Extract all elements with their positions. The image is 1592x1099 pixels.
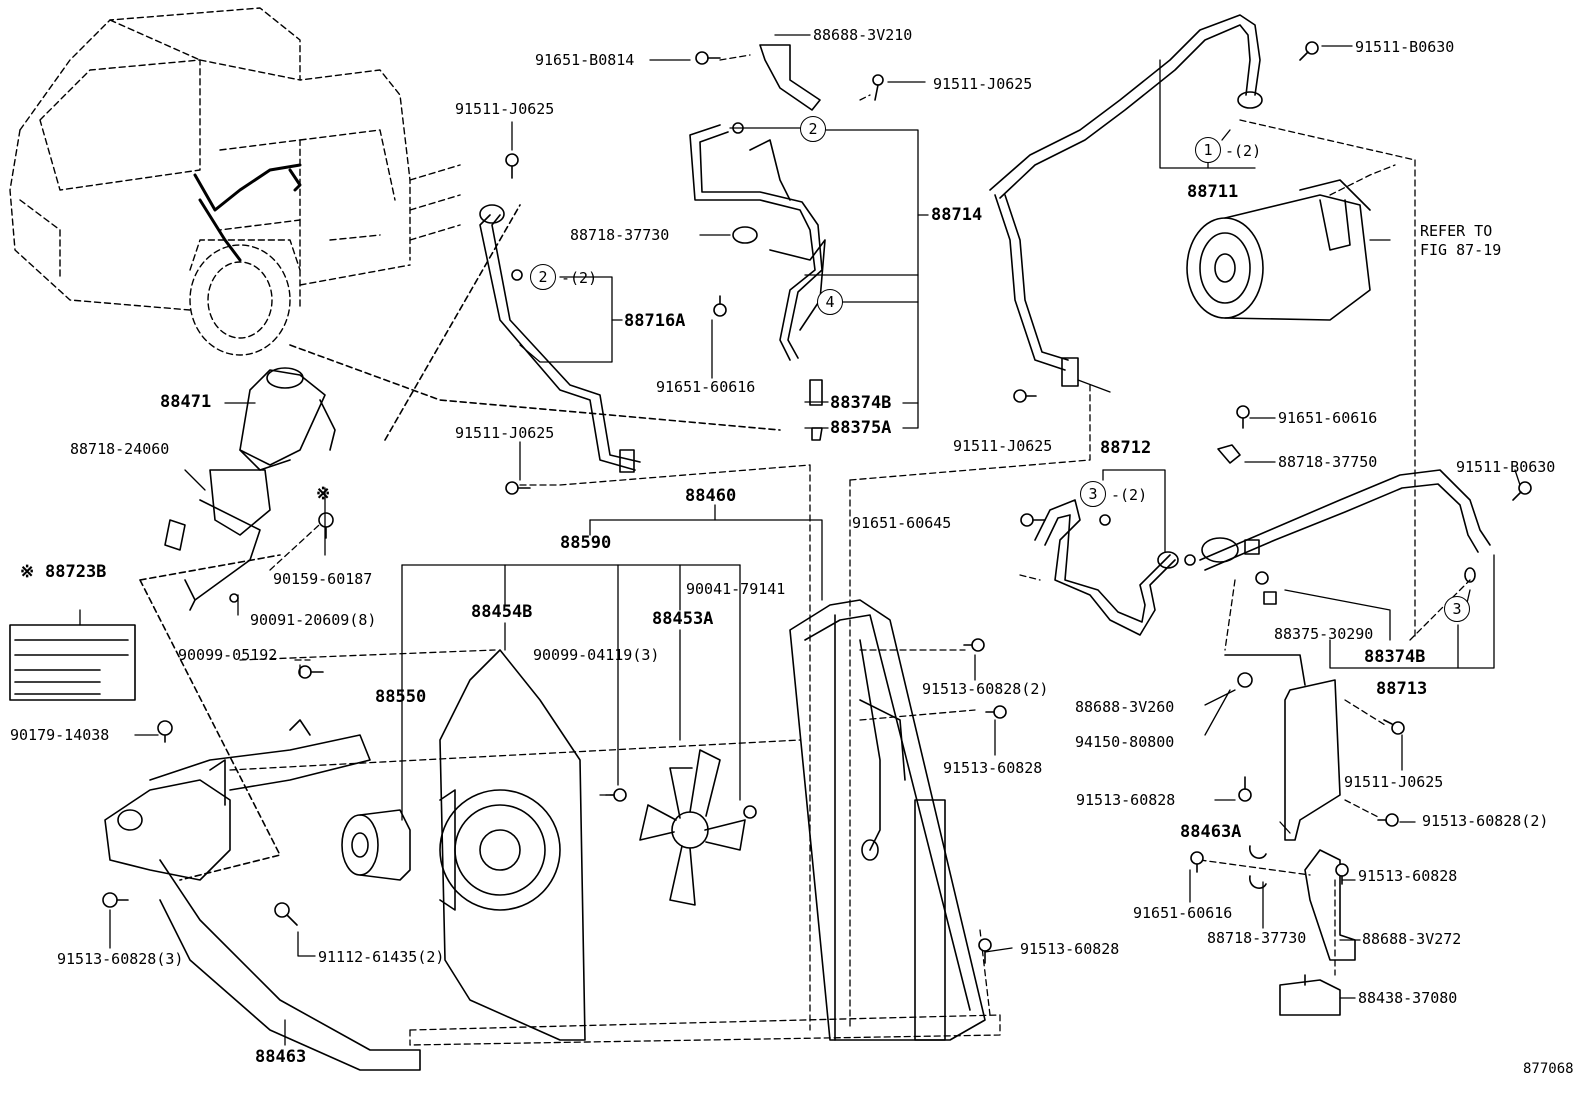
compressor bbox=[1186, 179, 1371, 321]
part-label-88374B: 88374B bbox=[1364, 647, 1426, 667]
part-label-88718-37730: 88718-37730 bbox=[570, 226, 670, 244]
quantity-note: -(2) bbox=[561, 269, 598, 287]
hose-88713 bbox=[1199, 469, 1491, 583]
part-label-91651-60616: 91651-60616 bbox=[1278, 409, 1378, 427]
part-label-90099-05192: 90099-05192 bbox=[178, 646, 278, 664]
part-label-88375A: 88375A bbox=[830, 418, 892, 438]
callout-circle: 2 bbox=[800, 116, 826, 142]
part-label-88716A: 88716A bbox=[624, 311, 686, 331]
leader-lines bbox=[79, 34, 1521, 1046]
bracket-88463A bbox=[1224, 654, 1356, 1016]
part-label-88718-37750: 88718-37750 bbox=[1278, 453, 1378, 471]
label-symbol-marker: ※ bbox=[316, 484, 331, 504]
part-label-88463A: 88463A bbox=[1180, 822, 1242, 842]
part-label-88453A: 88453A bbox=[652, 609, 714, 629]
part-label-91513-60828: 91513-60828 bbox=[943, 759, 1043, 777]
callout-circle: 3 bbox=[1444, 596, 1470, 622]
fan-shroud-88454B bbox=[439, 649, 586, 1041]
part-label-94150-80800: 94150-80800 bbox=[1075, 733, 1175, 751]
part-label-91112-61435: 91112-61435(2) bbox=[318, 948, 445, 966]
hose-88711 bbox=[989, 14, 1263, 387]
fan-motor-88550 bbox=[341, 809, 411, 881]
part-label-91511-J0625: 91511-J0625 bbox=[455, 100, 555, 118]
part-label-90159-60187: 90159-60187 bbox=[273, 570, 373, 588]
part-label-91511-B0630: 91511-B0630 bbox=[1456, 458, 1556, 476]
part-label-91511-J0625: 91511-J0625 bbox=[953, 437, 1053, 455]
part-label-90041-79141: 90041-79141 bbox=[686, 580, 786, 598]
fan-blade-88453A bbox=[639, 749, 746, 906]
support-bracket-88463 bbox=[104, 719, 421, 1071]
part-label-91651-60645: 91651-60645 bbox=[852, 514, 952, 532]
part-label-88688-3V260: 88688-3V260 bbox=[1075, 698, 1175, 716]
part-label-88375-30290: 88375-30290 bbox=[1274, 625, 1374, 643]
part-label-88460: 88460 bbox=[685, 486, 737, 506]
part-label-91513-60828: 91513-60828 bbox=[1076, 791, 1176, 809]
part-label-91513-60828: 91513-60828 bbox=[1020, 940, 1120, 958]
part-label-91511-B0630: 91511-B0630 bbox=[1355, 38, 1455, 56]
pipe-88716A bbox=[479, 204, 641, 473]
callout-circle: 1 bbox=[1195, 137, 1221, 163]
part-label-88688-3V210: 88688-3V210 bbox=[813, 26, 913, 44]
part-label-88438-37080: 88438-37080 bbox=[1358, 989, 1458, 1007]
quantity-note: -(2) bbox=[1111, 486, 1148, 504]
vehicle-ac-line-highlight bbox=[193, 163, 302, 262]
refer-note-line2: FIG 87-19 bbox=[1420, 241, 1502, 259]
dashed-guide-lines bbox=[229, 54, 1471, 1046]
part-label-88713: 88713 bbox=[1376, 679, 1428, 699]
part-label-91651-B0814: 91651-B0814 bbox=[535, 51, 635, 69]
hose-88712 bbox=[1034, 499, 1179, 636]
dryer-group-dash bbox=[139, 204, 781, 881]
receiver-dryer-88471 bbox=[239, 367, 336, 471]
part-label-88718-37730: 88718-37730 bbox=[1207, 929, 1307, 947]
part-label-88550: 88550 bbox=[375, 687, 427, 707]
part-label-90179-14038: 90179-14038 bbox=[10, 726, 110, 744]
part-label-88714: 88714 bbox=[931, 205, 983, 225]
fasteners bbox=[102, 41, 1532, 964]
quantity-note: -(2) bbox=[1225, 142, 1262, 160]
part-label-91513-60828: 91513-60828(2) bbox=[922, 680, 1049, 698]
part-label-91651-60616: 91651-60616 bbox=[656, 378, 756, 396]
ac-caution-label-88723B bbox=[9, 624, 136, 701]
figure-code: 877068 bbox=[1523, 1061, 1574, 1077]
part-label-90091-20609: 90091-20609(8) bbox=[250, 611, 377, 629]
part-label-88718-24060: 88718-24060 bbox=[70, 440, 170, 458]
part-label-88723B: 88723B bbox=[45, 562, 107, 582]
callout-circle: 3 bbox=[1080, 481, 1106, 507]
refer-note: REFER TO FIG 87-19 bbox=[1420, 222, 1501, 260]
part-label-88688-3V272: 88688-3V272 bbox=[1362, 930, 1462, 948]
part-label-91513-60828: 91513-60828(3) bbox=[57, 950, 184, 968]
callout-circle: 4 bbox=[817, 289, 843, 315]
part-label-90099-04119: 90099-04119(3) bbox=[533, 646, 660, 664]
part-label-88374B: 88374B bbox=[830, 393, 892, 413]
callout-circle: 2 bbox=[530, 264, 556, 290]
part-label-88711: 88711 bbox=[1187, 182, 1239, 202]
part-label-91511-J0625: 91511-J0625 bbox=[933, 75, 1033, 93]
part-label-88590: 88590 bbox=[560, 533, 612, 553]
part-label-91511-J0625: 91511-J0625 bbox=[455, 424, 555, 442]
part-label-88471: 88471 bbox=[160, 392, 212, 412]
dryer-bracket-88718-24060 bbox=[164, 469, 271, 611]
refer-note-line1: REFER TO bbox=[1420, 222, 1493, 240]
part-label-91511-J0625: 91511-J0625 bbox=[1344, 773, 1444, 791]
vehicle-outline bbox=[9, 7, 461, 356]
part-label-91513-60828: 91513-60828 bbox=[1358, 867, 1458, 885]
part-label-91513-60828: 91513-60828(2) bbox=[1422, 812, 1549, 830]
part-label-91651-60616: 91651-60616 bbox=[1133, 904, 1233, 922]
label-symbol: ※ bbox=[20, 562, 35, 582]
part-label-88454B: 88454B bbox=[471, 602, 533, 622]
part-label-88712: 88712 bbox=[1100, 438, 1152, 458]
condenser-88460 bbox=[789, 599, 986, 1041]
part-label-88463: 88463 bbox=[255, 1047, 307, 1067]
